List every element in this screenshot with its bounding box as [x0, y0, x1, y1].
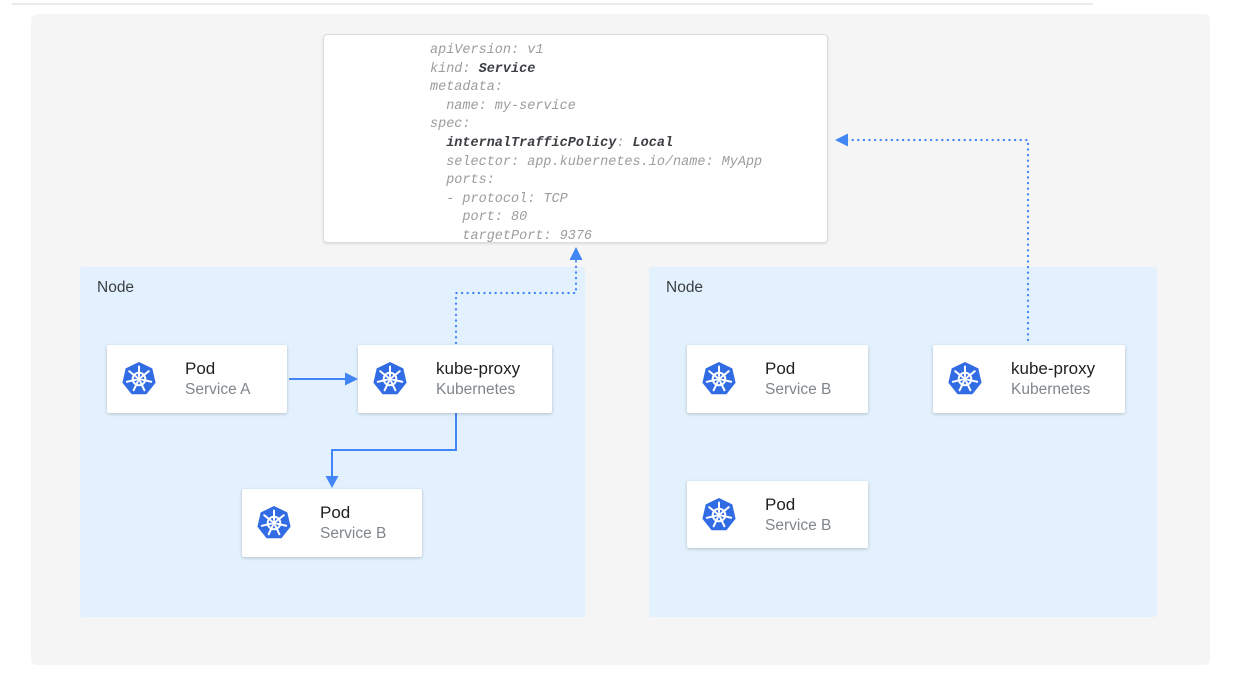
pod-card-service-b-right-bottom: Pod Service B	[687, 481, 868, 548]
pod-card-service-b-left: Pod Service B	[242, 489, 422, 557]
kubernetes-icon	[257, 506, 291, 539]
node-label: Node	[97, 279, 135, 296]
code-line: spec:	[430, 117, 471, 133]
card-subtitle: Service B	[765, 516, 832, 534]
kubernetes-icon	[948, 362, 982, 395]
node-left: Node	[80, 267, 585, 617]
code-line: internalTrafficPolicy: Local	[446, 135, 674, 151]
card-subtitle: Service A	[185, 381, 251, 398]
card-title: Pod	[765, 359, 796, 378]
kubernetes-icon	[702, 362, 736, 395]
code-line: selector: app.kubernetes.io/name: MyApp	[430, 154, 763, 170]
kubernetes-icon	[373, 362, 407, 395]
code-line: - protocol: TCP	[430, 191, 568, 207]
card-subtitle: Kubernetes	[1011, 381, 1091, 398]
yaml-manifest-card: apiVersion: v1 kind: Service metadata: nam…	[323, 34, 828, 244]
code-line: name: my-service	[430, 98, 576, 114]
node-label: Node	[666, 279, 704, 296]
code-line: apiVersion: v1	[430, 43, 544, 58]
code-line: ports:	[430, 173, 495, 189]
code-line: metadata:	[430, 80, 503, 96]
code-line: kind: Service	[430, 61, 536, 77]
top-rule-divider	[12, 3, 1093, 5]
node-right: Node	[649, 267, 1157, 617]
code-line: port: 80	[430, 210, 528, 226]
kube-proxy-card-left: kube-proxy Kubernetes	[358, 345, 552, 413]
kube-proxy-card-right: kube-proxy Kubernetes	[933, 345, 1125, 413]
card-title: Pod	[765, 494, 796, 514]
card-title: Pod	[320, 503, 351, 522]
card-title: kube-proxy	[436, 359, 521, 378]
card-subtitle: Service B	[320, 525, 387, 542]
card-title: kube-proxy	[1011, 359, 1096, 378]
yaml-code-lines: apiVersion: v1 kind: Service metadata: nam…	[430, 42, 762, 247]
kubernetes-icon	[702, 497, 736, 530]
card-subtitle: Service B	[765, 381, 832, 398]
code-line: targetPort: 9376	[430, 228, 593, 244]
kubernetes-icon	[122, 362, 156, 395]
card-subtitle: Kubernetes	[436, 381, 516, 398]
card-title: Pod	[185, 359, 216, 378]
pod-card-service-a: Pod Service A	[107, 345, 287, 413]
pod-card-service-b-right-top: Pod Service B	[687, 345, 868, 413]
